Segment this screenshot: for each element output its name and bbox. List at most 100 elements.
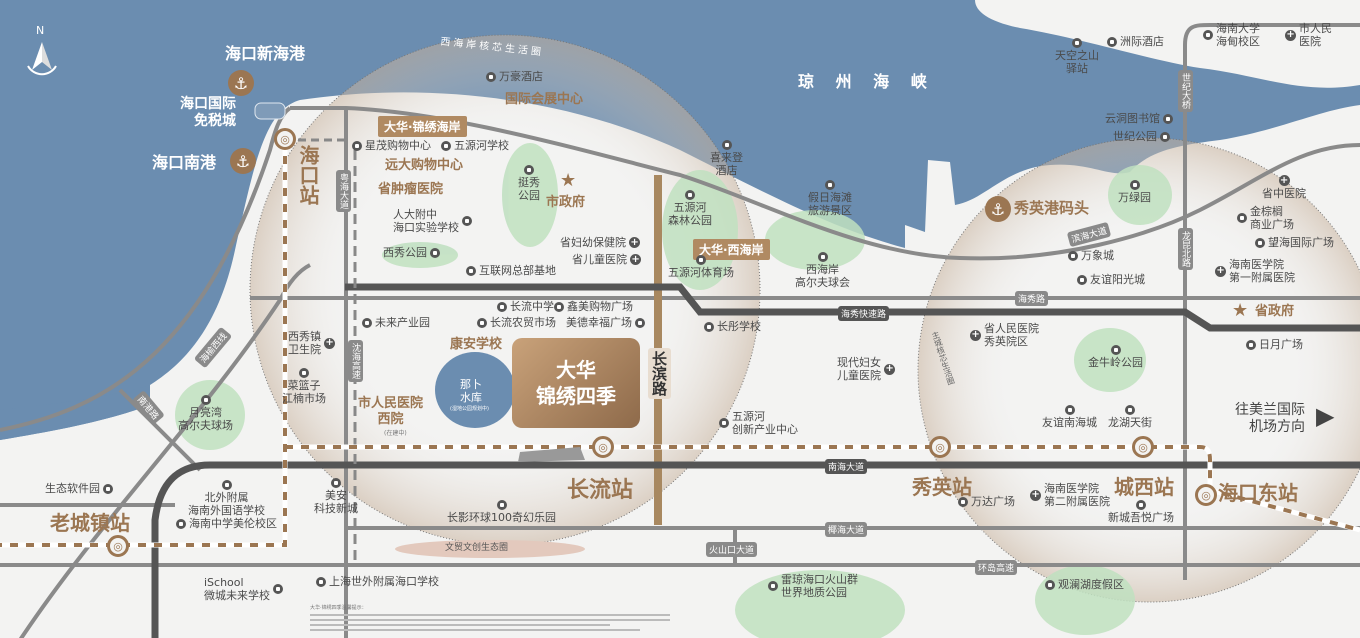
park-icon [496,500,507,510]
poi-park[interactable]: 假日海滩 旅游景区 [808,180,852,217]
poi-park[interactable]: 世纪公园 [1113,130,1170,143]
poi-shop[interactable]: 友谊阳光城 [1077,273,1145,286]
poi-hospital[interactable]: +海南医学院 第一附属医院 [1215,258,1295,284]
poi-school[interactable]: 长彤学校 [704,320,761,333]
culture-zone [395,540,585,558]
road-label-nanhai: 南海大道 [825,459,868,474]
poi-hospital[interactable]: +市人民 医院 [1285,22,1332,48]
poi-label: 美德幸福广场 [566,316,632,329]
poi-library[interactable]: 云洞图书馆 [1105,112,1173,125]
office-icon [331,478,341,488]
poi-label: 望海国际广场 [1268,236,1334,249]
poi-label: 长彤学校 [717,320,761,333]
station-icon: ◎ [274,128,296,150]
poi-hospital[interactable]: +海南医学院 第二附属医院 [1030,482,1110,508]
poi-office[interactable]: 生态软件园 [45,482,113,495]
poi-park[interactable]: 五源河 森林公园 [668,190,712,227]
poi-shop[interactable]: 望海国际广场 [1255,236,1334,249]
anchor-icon: ⚓ [985,196,1011,222]
poi-office[interactable]: 互联网总部基地 [466,264,556,277]
poi-shop[interactable]: 日月广场 [1246,338,1303,351]
poi-hotel[interactable]: 万豪酒店 [486,70,543,83]
shop-icon [1237,213,1247,224]
station-icon: ◎ [592,436,614,458]
poi-school[interactable]: 人大附中 海口实验学校 [393,208,472,234]
poi-school[interactable]: 海南中学美伦校区 [176,517,277,530]
poi-park[interactable]: 金牛岭公园 [1088,345,1143,369]
hotel-icon [486,71,496,82]
poi-hospital[interactable]: +现代妇女 儿童医院 [837,356,895,382]
poi-park[interactable]: 挺秀 公园 [518,165,540,202]
station-icon: ◎ [107,535,129,557]
sister-project-tag[interactable]: 大华·西海岸 [693,239,770,260]
poi-shop[interactable]: 长流农贸市场 [477,316,556,329]
poi-shop[interactable]: 万象城 [1068,249,1114,262]
poi-hotel[interactable]: 洲际酒店 [1107,35,1164,48]
poi-label: 上海世外附属海口学校 [329,575,439,588]
poi-park[interactable]: 雷琼海口火山群 世界地质公园 [768,573,858,599]
poi-label: 金牛岭公园 [1088,356,1143,369]
tumor-hospital-label: 省肿瘤医院 [378,182,444,197]
hospital-icon: + [630,253,641,266]
poi-shop[interactable]: 鑫美购物广场 [554,300,633,313]
poi-label: 喜来登 酒店 [710,151,743,178]
poi-shop[interactable]: 美德幸福广场 [566,316,645,329]
shop-icon [1246,339,1256,350]
poi-shop[interactable]: 龙湖天街 [1108,405,1152,429]
poi-park[interactable]: 西秀公园 [383,246,440,259]
poi-shop[interactable]: 新城吾悦广场 [1108,500,1174,524]
poi-office[interactable]: 美安 科技新城 [314,478,358,515]
poi-school[interactable]: iSchool 微城未来学校 [204,576,283,602]
poi-golf[interactable]: 观澜湖度假区 [1045,578,1124,591]
poi-label: 省人民医院 秀英院区 [984,322,1039,349]
poi-hospital[interactable]: +省中医院 [1262,175,1306,200]
road-label-shiji: 世纪大桥 [1178,70,1193,112]
poi-shop[interactable]: 友谊南海城 [1042,405,1097,429]
school-icon [316,576,326,587]
sister-project-tag[interactable]: 大华·锦绣海岸 [378,116,467,137]
poi-shop[interactable]: 金棕榈 商业广场 [1237,205,1294,231]
poi-label: 西秀镇 卫生院 [288,330,321,357]
poi-label: 万豪酒店 [499,70,543,83]
poi-office[interactable]: 未来产业园 [362,316,430,329]
star-icon: ★ [560,170,577,191]
poi-shop[interactable]: 万达广场 [958,495,1015,508]
poi-stadium[interactable]: 五源河体育场 [668,255,734,279]
city-hospital-west-label: 市人民医院 西院 [358,396,424,427]
poi-park[interactable]: 天空之山 驿站 [1055,38,1099,75]
poi-label: 挺秀 公园 [518,176,540,203]
poi-label: 万达广场 [971,495,1015,508]
poi-golf[interactable]: 月亮湾 高尔夫球场 [178,395,233,432]
poi-school[interactable]: 北外附属 海南外国语学校 [188,480,265,517]
south-port-label: 海口南港 [152,153,217,172]
nabu-reservoir [435,352,515,428]
poi-hotel[interactable]: 喜来登 酒店 [710,140,743,177]
poi-hospital[interactable]: +省儿童医院 [572,253,641,266]
road-label-huandao: 环岛高速 [975,560,1018,575]
poi-school[interactable]: 海南大学 海甸校区 [1203,22,1260,48]
poi-label: 星茂购物中心 [365,139,431,152]
poi-label: 万象城 [1081,249,1114,262]
poi-label: 金棕榈 商业广场 [1250,205,1294,232]
poi-school[interactable]: 上海世外附属海口学校 [316,575,439,588]
poi-label: 菜篮子 江楠市场 [282,379,326,406]
poi-hospital[interactable]: +西秀镇 卫生院 [288,330,335,356]
office-icon [103,483,113,494]
poi-hospital[interactable]: +省人民医院 秀英院区 [970,322,1039,348]
school-icon [704,321,714,332]
poi-label: 鑫美购物广场 [567,300,633,313]
poi-park[interactable]: 长影环球100奇幻乐园 [447,500,556,524]
poi-school[interactable]: 五源河学校 [441,139,509,152]
poi-shop[interactable]: 星茂购物中心 [352,139,431,152]
poi-golf[interactable]: 西海岸 高尔夫球会 [795,252,850,289]
poi-park[interactable]: 万绿园 [1118,180,1151,204]
poi-school[interactable]: 长流中学 [497,300,554,313]
project-marker[interactable]: 大华 锦绣四季 [512,338,640,428]
poi-shop[interactable]: 菜篮子 江楠市场 [282,368,326,405]
poi-hospital[interactable]: +省妇幼保健院 [560,236,640,249]
poi-office[interactable]: 五源河 创新产业中心 [719,410,798,436]
haikou-east-station-label: 海口东站 [1218,481,1298,505]
shop-icon [958,496,968,507]
poi-label: 西海岸 高尔夫球会 [795,263,850,290]
hotel-icon [1107,36,1117,47]
